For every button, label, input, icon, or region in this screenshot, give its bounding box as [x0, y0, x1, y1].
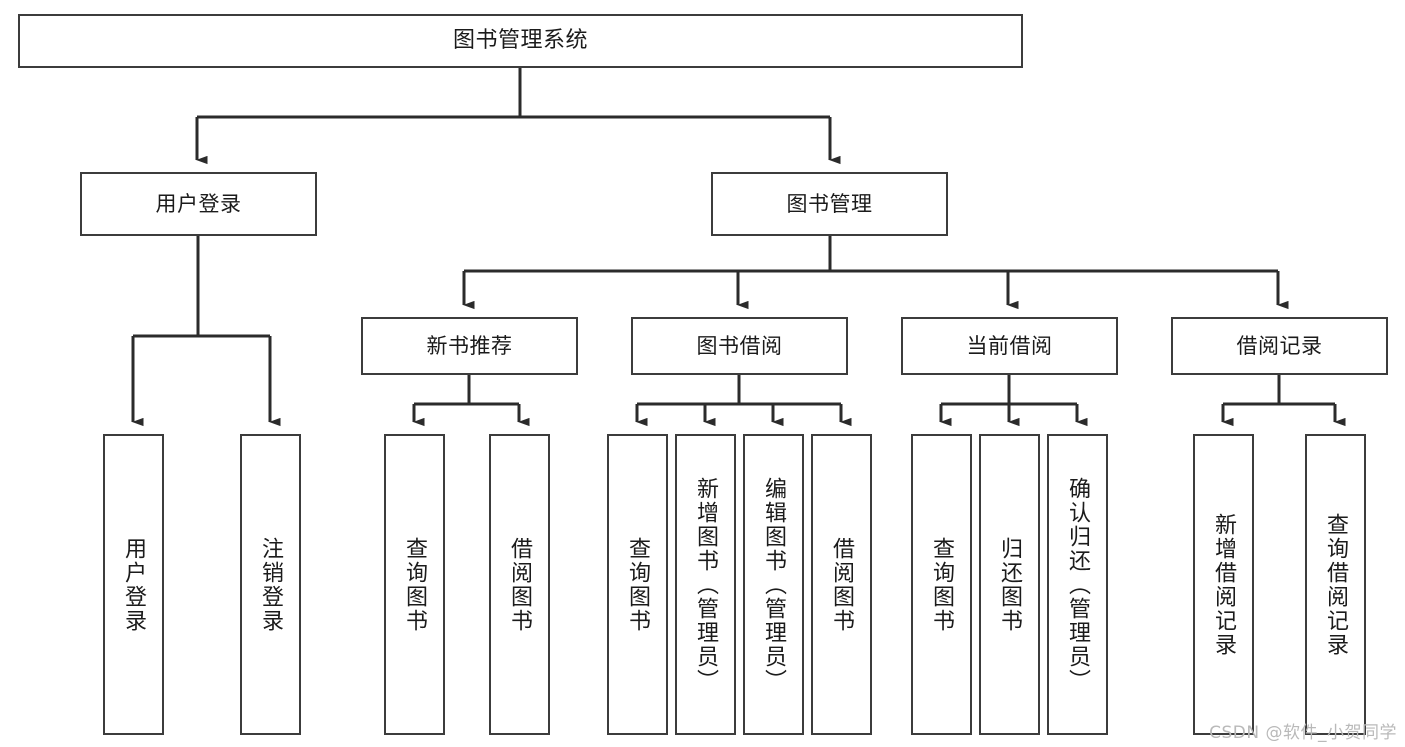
node-label: 借阅记录	[1236, 333, 1323, 358]
node-label: 注销登录	[258, 536, 284, 633]
node-label: 图书管理	[786, 191, 873, 216]
node-label: 借阅图书	[829, 536, 855, 633]
node-leaf-query-book-current[interactable]: 查询图书	[911, 434, 972, 735]
node-new-book-recommend[interactable]: 新书推荐	[361, 317, 578, 375]
node-leaf-logout-login[interactable]: 注销登录	[240, 434, 301, 735]
node-book-management[interactable]: 图书管理	[711, 172, 948, 236]
node-leaf-borrow-book-borrow[interactable]: 借阅图书	[811, 434, 872, 735]
csdn-watermark: CSDN @软件_小贺同学	[1209, 723, 1397, 743]
node-leaf-borrow-book-recommend[interactable]: 借阅图书	[489, 434, 550, 735]
node-label: 查询图书	[402, 536, 428, 633]
node-leaf-query-borrow-record[interactable]: 查询借阅记录	[1305, 434, 1366, 735]
node-label: 当前借阅	[966, 333, 1053, 358]
node-label: 图书借阅	[696, 333, 783, 358]
node-label: 查询借阅记录	[1323, 512, 1349, 657]
node-label: 新增图书（管理员）	[693, 476, 719, 693]
node-leaf-edit-book-admin[interactable]: 编辑图书（管理员）	[743, 434, 804, 735]
node-leaf-add-book-admin[interactable]: 新增图书（管理员）	[675, 434, 736, 735]
node-borrow-record[interactable]: 借阅记录	[1171, 317, 1388, 375]
node-leaf-add-borrow-record[interactable]: 新增借阅记录	[1193, 434, 1254, 735]
node-current-borrow[interactable]: 当前借阅	[901, 317, 1118, 375]
node-leaf-user-login[interactable]: 用户登录	[103, 434, 164, 735]
node-label: 用户登录	[155, 191, 242, 216]
node-label: 归还图书	[997, 536, 1023, 633]
node-label: 图书管理系统	[452, 28, 588, 54]
node-label: 用户登录	[121, 536, 147, 633]
node-label: 新增借阅记录	[1211, 512, 1237, 657]
node-label: 借阅图书	[507, 536, 533, 633]
node-leaf-return-book[interactable]: 归还图书	[979, 434, 1040, 735]
node-label: 查询图书	[625, 536, 651, 633]
node-label: 编辑图书（管理员）	[761, 476, 787, 693]
node-label: 查询图书	[929, 536, 955, 633]
node-label: 确认归还（管理员）	[1065, 476, 1091, 693]
node-user-login[interactable]: 用户登录	[80, 172, 317, 236]
node-leaf-query-book-borrow[interactable]: 查询图书	[607, 434, 668, 735]
node-label: 新书推荐	[426, 333, 513, 358]
node-leaf-query-book-recommend[interactable]: 查询图书	[384, 434, 445, 735]
node-root-book-management-system[interactable]: 图书管理系统	[18, 14, 1023, 68]
node-book-borrow[interactable]: 图书借阅	[631, 317, 848, 375]
node-leaf-confirm-return-admin[interactable]: 确认归还（管理员）	[1047, 434, 1108, 735]
